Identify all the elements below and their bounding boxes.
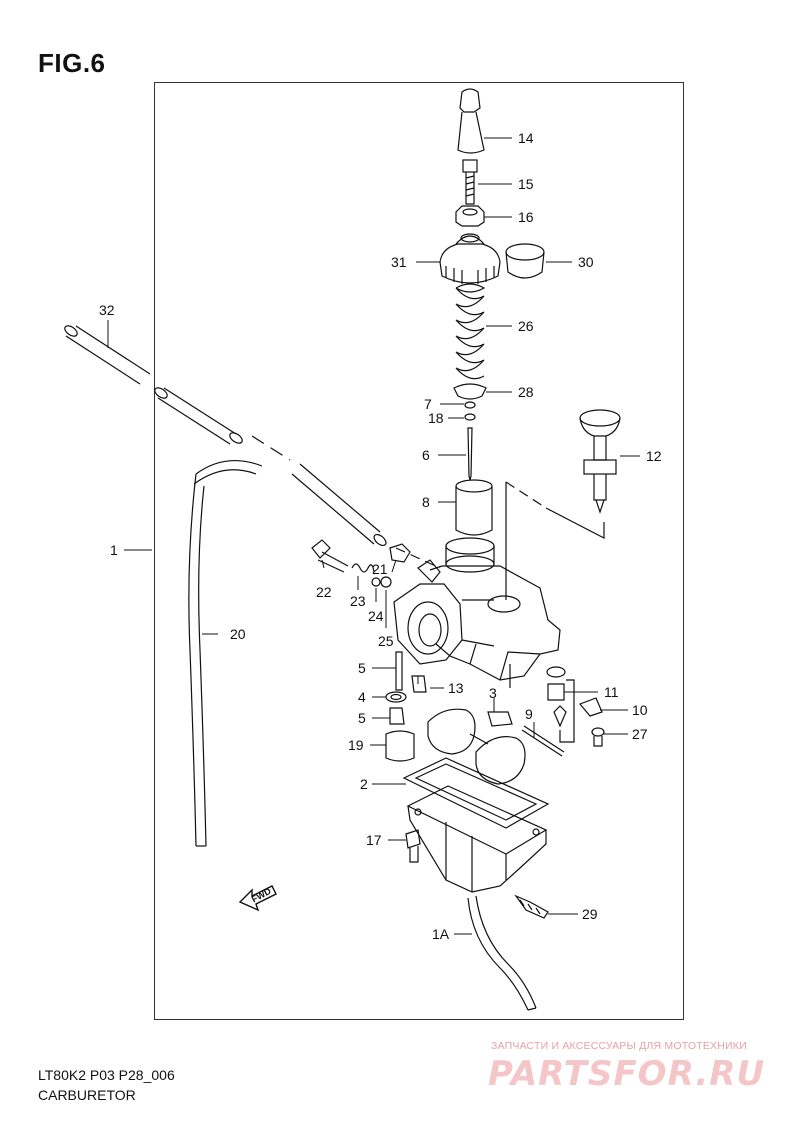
callout-7: 6 — [422, 447, 430, 463]
callout-29: 28 — [518, 384, 534, 400]
part-3-float-pin-bracket — [487, 711, 513, 727]
callout-3: 3 — [489, 685, 497, 701]
callout-24: 23 — [350, 593, 366, 609]
part-4-o-ring — [385, 691, 407, 703]
callout-27: 26 — [518, 318, 534, 334]
part-11-clip — [578, 697, 603, 717]
part-26-o-ring — [380, 576, 392, 588]
callout-22: 21 — [372, 561, 388, 577]
part-19-washer — [464, 413, 476, 421]
callout-8: 7 — [424, 396, 432, 412]
part-17-lock-nut — [455, 205, 485, 227]
part-21-overflow-hose — [188, 460, 263, 847]
leader-lines — [107, 137, 640, 935]
callout-9: 8 — [422, 494, 430, 510]
part-33-vent-hose — [64, 325, 441, 569]
model-code: LT80K2 P03 P28_006 — [38, 1067, 175, 1083]
watermark-tagline: ЗАПЧАСТИ И АКСЕССУАРЫ ДЛЯ МОТОТЕХНИКИ — [491, 1040, 747, 1052]
part-25-washer — [371, 577, 381, 587]
part-6-pipe — [395, 651, 403, 691]
callout-6: 5 — [358, 660, 366, 676]
carburetor-body — [393, 537, 561, 688]
part-20-main-jet — [385, 730, 415, 762]
part-16-adjuster-screw — [462, 159, 478, 205]
callout-16: 15 — [518, 176, 534, 192]
callout-17: 16 — [518, 209, 534, 225]
diagram-frame — [154, 82, 684, 1020]
callout-31: 30 — [578, 254, 594, 270]
part-23-pilot-air-screw — [311, 539, 349, 573]
part-7-jet-needle — [467, 427, 473, 481]
callout-12: 11 — [604, 684, 619, 700]
callout-25: 24 — [368, 608, 384, 624]
part-27-throttle-spring — [455, 283, 486, 380]
part-8-e-clip — [464, 401, 476, 409]
part-14-air-jet — [411, 675, 427, 693]
callout-19: 18 — [428, 410, 444, 426]
part-15-cable-cap — [457, 88, 485, 154]
callout-15: 14 — [518, 130, 534, 146]
callout-4: 4 — [358, 689, 366, 705]
callout-10: 9 — [525, 706, 533, 722]
callout-2: 2 — [360, 776, 368, 792]
callout-1: 1 — [110, 542, 118, 558]
callout-18: 17 — [366, 832, 382, 848]
part-18-drain-screw — [405, 829, 421, 863]
part-2-float-chamber-gasket — [402, 757, 550, 829]
callout-33: 32 — [99, 302, 115, 318]
part-32-mixing-chamber-top — [439, 233, 501, 284]
callout-28: 27 — [632, 726, 648, 742]
part-1a-drain-hose — [467, 895, 537, 1011]
callout-14: 13 — [448, 680, 464, 696]
part-9-throttle-valve — [455, 479, 493, 536]
callout-20: 19 — [348, 737, 364, 753]
section-name: CARBURETOR — [38, 1087, 136, 1103]
callout-32: 31 — [391, 254, 407, 270]
part-10-float-pin — [521, 725, 565, 757]
part-24-pilot-spring — [351, 563, 375, 573]
float-chamber-bowl — [406, 785, 548, 893]
part-5-needle-jet — [389, 707, 405, 725]
callout-26: 25 — [378, 633, 394, 649]
callout-1a: 1A — [432, 926, 450, 942]
watermark-logo: PARTSFOR.RU — [488, 1054, 766, 1094]
float — [427, 708, 526, 785]
callout-30: 29 — [582, 906, 598, 922]
callout-5: 5 — [358, 710, 366, 726]
part-30-screw — [514, 894, 549, 919]
part-22-jet-holder — [389, 543, 411, 563]
callout-labels: 14 15 16 31 30 26 28 7 18 6 8 12 32 1 20… — [99, 130, 662, 942]
part-12-needle-valve — [546, 666, 567, 728]
callout-13: 12 — [646, 448, 662, 464]
fwd-direction-arrow — [238, 885, 277, 912]
callout-11: 10 — [632, 702, 648, 718]
figure-title: FIG.6 — [38, 48, 106, 78]
part-13-starter-plunger — [579, 409, 621, 514]
part-28-screw — [591, 727, 605, 747]
part-31-rubber-cap — [505, 243, 545, 279]
part-29-needle-retainer — [453, 383, 487, 400]
callout-21: 20 — [230, 626, 246, 642]
callout-23: 22 — [316, 584, 332, 600]
